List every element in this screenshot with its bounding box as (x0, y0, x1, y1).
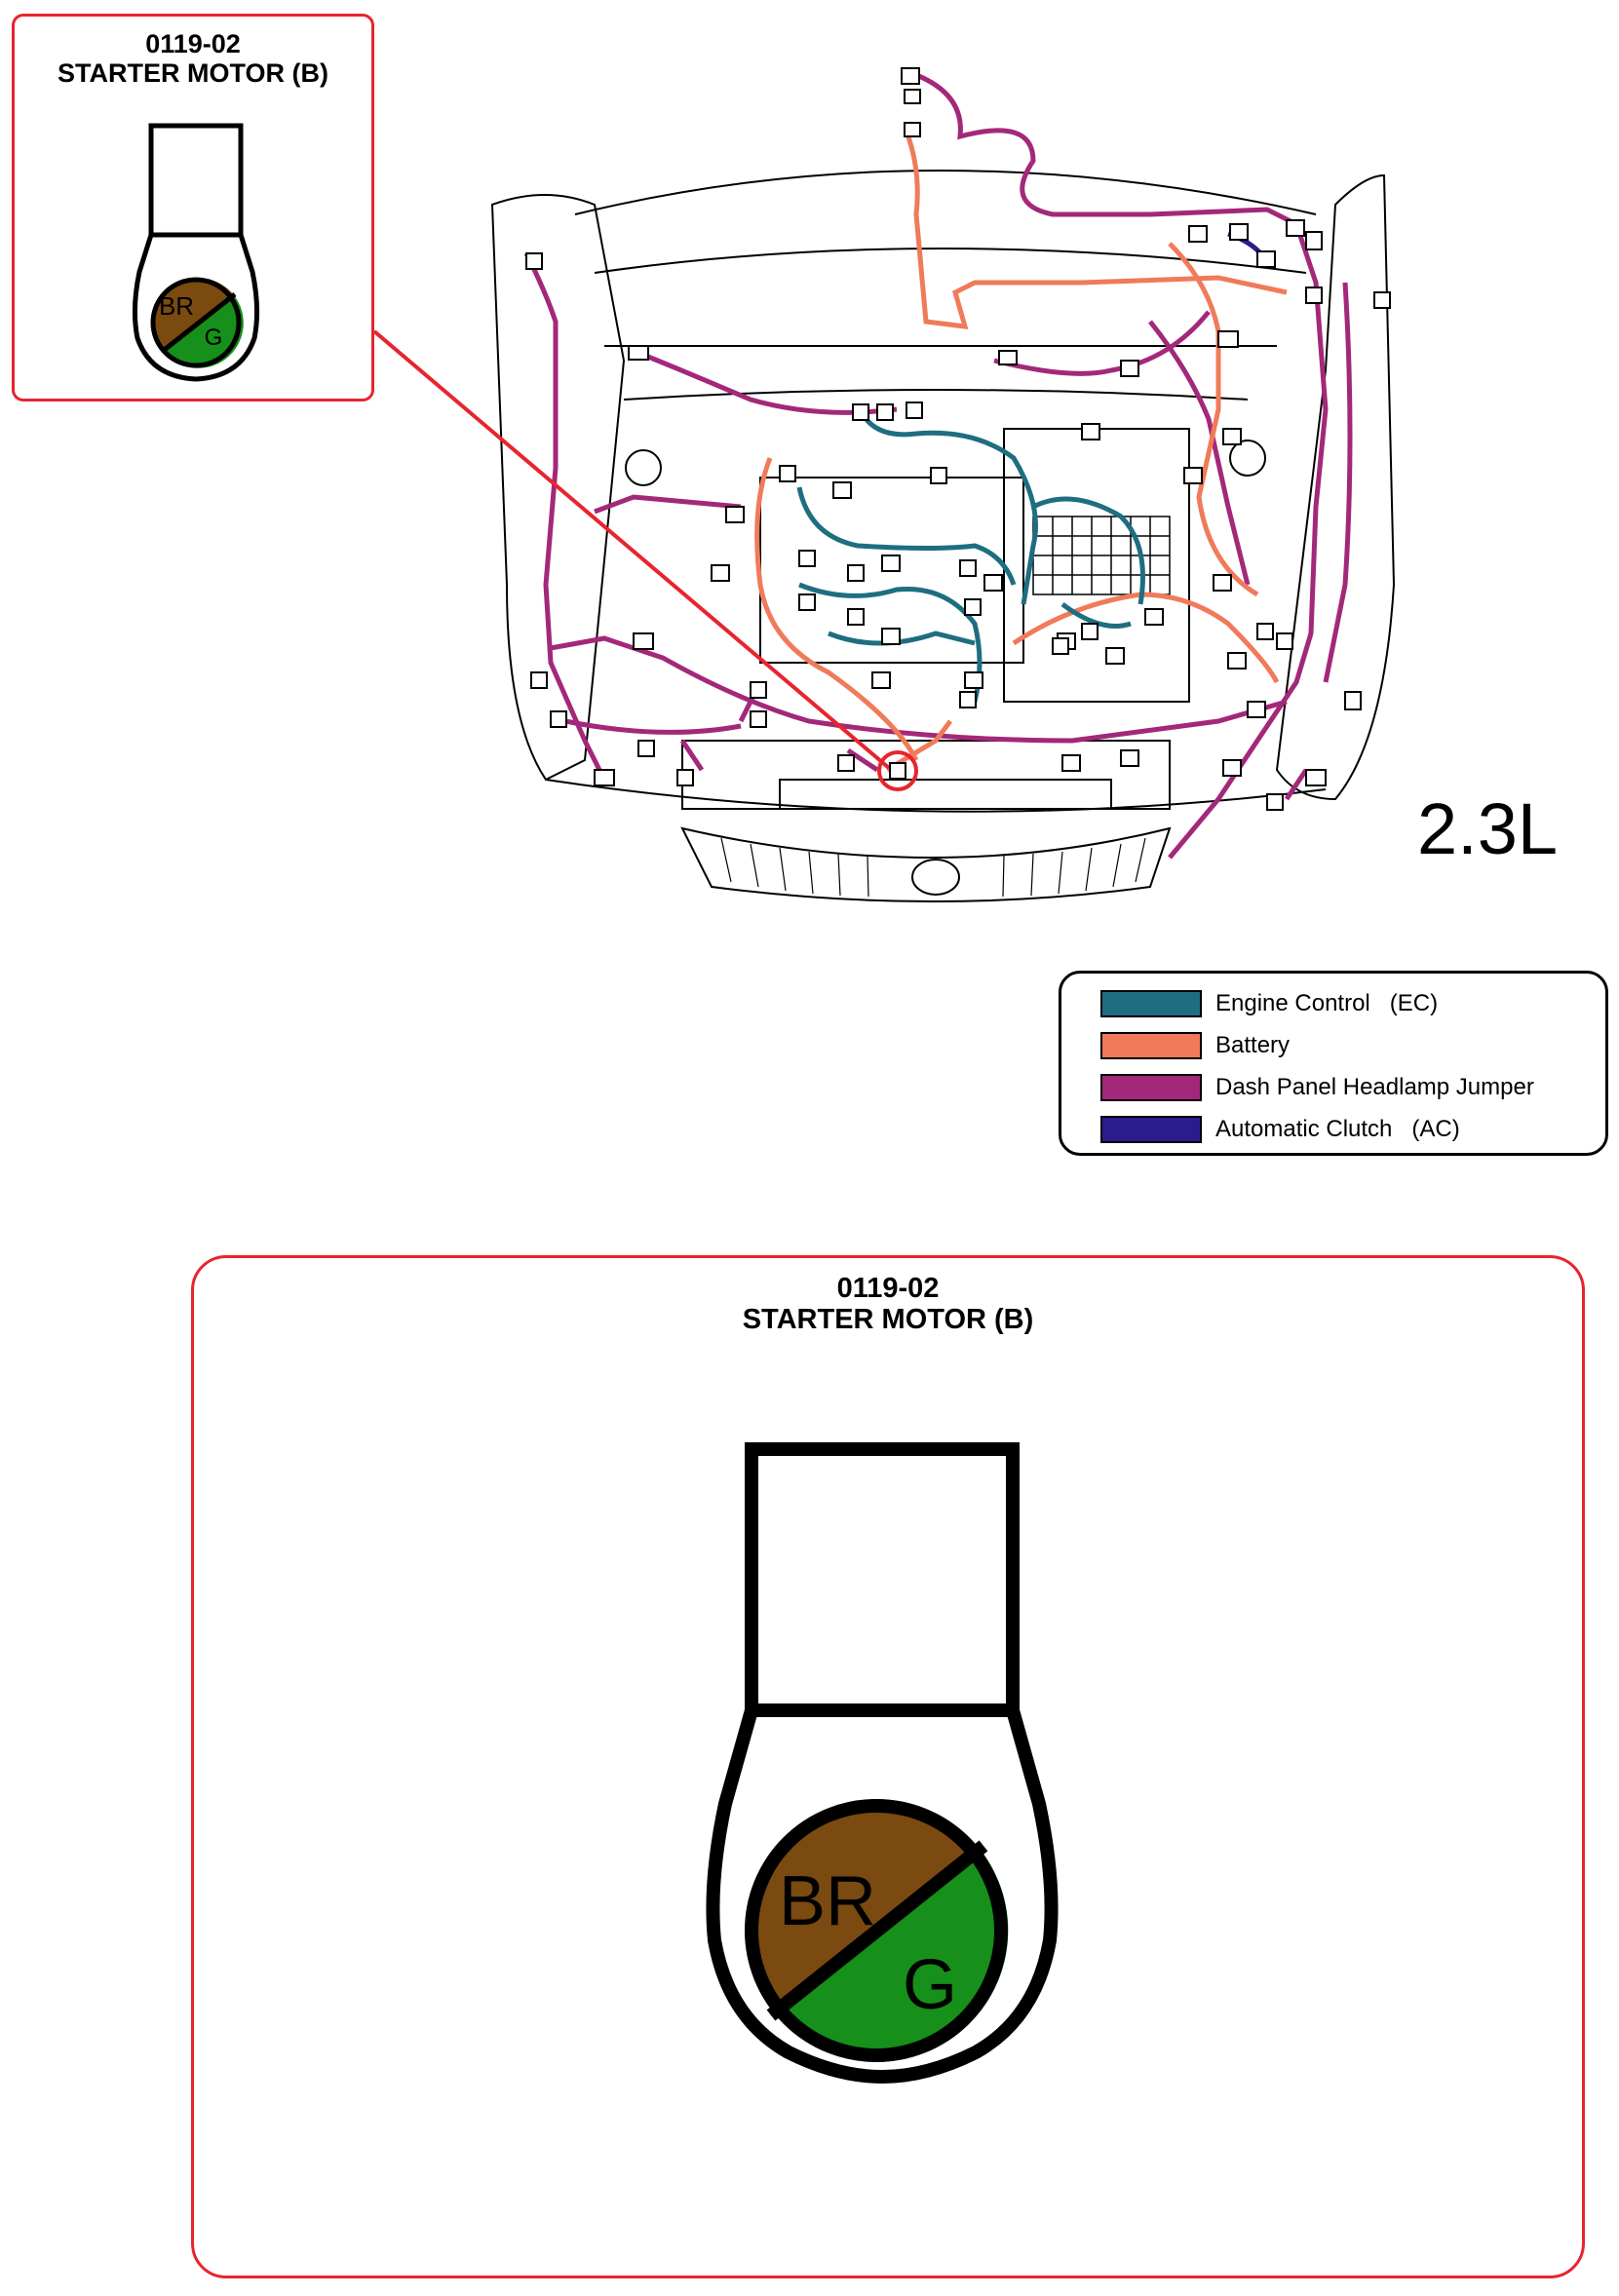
starter-motor-connector[interactable] (889, 762, 906, 780)
engine-variant-label: 2.3L (1417, 788, 1559, 869)
pin-label-upper-large: BR (779, 1862, 876, 1940)
legend-label-automatic-clutch: Automatic Clutch (AC) (1215, 1116, 1460, 1142)
vehicle-outline (490, 170, 1396, 902)
pin-label-lower-large: G (903, 1946, 957, 2024)
legend-label-dash-panel: Dash Panel Headlamp Jumper (1215, 1074, 1534, 1100)
engine-bay-harness-diagram (372, 67, 1396, 902)
legend-item-dash-panel: Dash Panel Headlamp Jumper (1100, 1073, 1534, 1102)
pin-label-upper-small: BR (159, 291, 194, 321)
connector-callout-small: 0119-02 STARTER MOTOR (B) BR G (12, 14, 374, 402)
legend-swatch-battery (1100, 1032, 1202, 1059)
connector-name-small: STARTER MOTOR (B) (58, 58, 328, 88)
legend-item-battery: Battery (1100, 1031, 1290, 1060)
connector-name-large: STARTER MOTOR (B) (742, 1304, 1034, 1335)
legend-swatch-dash-panel (1100, 1074, 1202, 1101)
legend-label-battery: Battery (1215, 1032, 1291, 1058)
legend-label-engine-control: Engine Control (EC) (1215, 990, 1439, 1016)
connector-face-small: BR G (132, 123, 260, 382)
pin-label-lower-small: G (205, 325, 223, 351)
legend-item-engine-control: Engine Control (EC) (1100, 989, 1438, 1018)
connector-detail-large: 0119-02 STARTER MOTOR (B) BR G (191, 1255, 1585, 2278)
harness-connectors (525, 67, 1391, 811)
harness-legend: Engine Control (EC) Battery Dash Panel H… (1059, 971, 1608, 1156)
harness-battery (754, 131, 1288, 773)
legend-swatch-automatic-clutch (1100, 1116, 1202, 1143)
callout-highlight-circle (877, 750, 918, 791)
connector-code-large: 0119-02 (836, 1273, 940, 1304)
callout-leader-line (372, 329, 891, 770)
legend-item-automatic-clutch: Automatic Clutch (AC) (1100, 1115, 1460, 1144)
connector-code-small: 0119-02 (145, 29, 241, 58)
connector-face-large: BR G (706, 1442, 1059, 2085)
legend-swatch-engine-control (1100, 990, 1202, 1017)
